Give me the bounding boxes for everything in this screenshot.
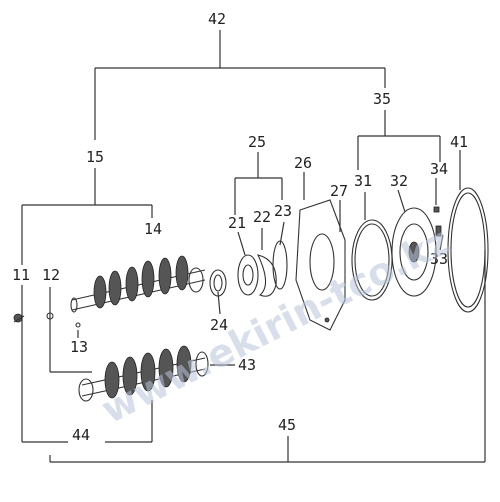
callout-23: 23 [274,202,292,220]
callout-21: 21 [228,214,246,232]
callout-34: 34 [430,160,448,178]
crankshaft-upper [70,255,206,313]
ring-41-part [447,187,489,313]
callout-12: 12 [42,266,60,284]
callout-11: 11 [12,266,30,284]
callout-25: 25 [248,133,266,151]
oil-slinger-part [272,240,288,290]
callout-24: 24 [210,316,228,334]
callout-41: 41 [450,133,468,151]
callout-13: 13 [70,338,88,356]
callout-15: 15 [86,148,104,166]
oil-seal-part [209,269,227,297]
callout-45: 45 [278,416,296,434]
callout-33: 33 [430,250,448,268]
callout-14: 14 [144,220,162,238]
flywheel-part [391,207,437,297]
crankshaft-lower [78,345,209,402]
callout-26: 26 [294,154,312,172]
pin-part [46,312,81,328]
callout-44: 44 [72,426,90,444]
callout-31: 31 [354,172,372,190]
callout-32: 32 [390,172,408,190]
rear-plate-part [295,199,346,331]
timing-gear-part [237,254,259,296]
callout-43: 43 [238,356,256,374]
callout-27: 27 [330,182,348,200]
bolt-part [13,313,25,323]
watermark-text: www.ekirin-tco.kz [94,218,457,432]
callout-22: 22 [253,208,271,226]
callout-35: 35 [373,90,391,108]
callout-labels: 42 35 15 25 26 41 34 31 32 27 23 22 21 1… [12,10,468,444]
flywheel-bolt-part [433,206,442,237]
callout-42: 42 [208,10,226,28]
